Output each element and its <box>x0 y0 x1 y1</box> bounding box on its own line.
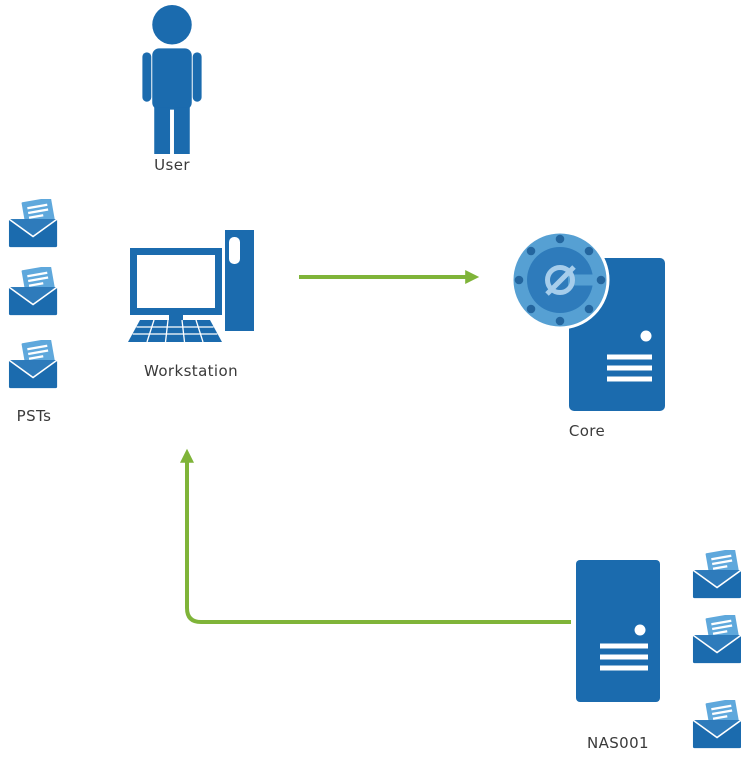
nas-envelope-icon <box>692 549 741 601</box>
node-label-nas001: NAS001 <box>586 734 650 752</box>
workstation-icon <box>128 230 254 343</box>
node-label-core: Core <box>568 422 606 440</box>
node-label-workstation: Workstation <box>143 362 238 380</box>
user-icon <box>142 4 202 154</box>
nas-server-icon <box>576 560 660 702</box>
node-label-user: User <box>154 156 190 174</box>
nas-envelope-icon <box>692 614 741 666</box>
node-nas001: NAS001 <box>574 558 662 752</box>
arrow-nas001-to-workstation <box>180 448 571 624</box>
node-label-psts: PSTs <box>16 407 52 425</box>
pst-envelope-icon <box>8 266 60 318</box>
nas-envelope-icon <box>692 699 741 751</box>
node-core: Core <box>506 228 668 440</box>
node-workstation: Workstation <box>128 228 254 380</box>
server-with-port-icon <box>510 230 665 411</box>
node-user: User <box>124 4 220 174</box>
pst-envelope-icon <box>8 198 60 250</box>
pst-envelope-icon <box>8 339 60 391</box>
